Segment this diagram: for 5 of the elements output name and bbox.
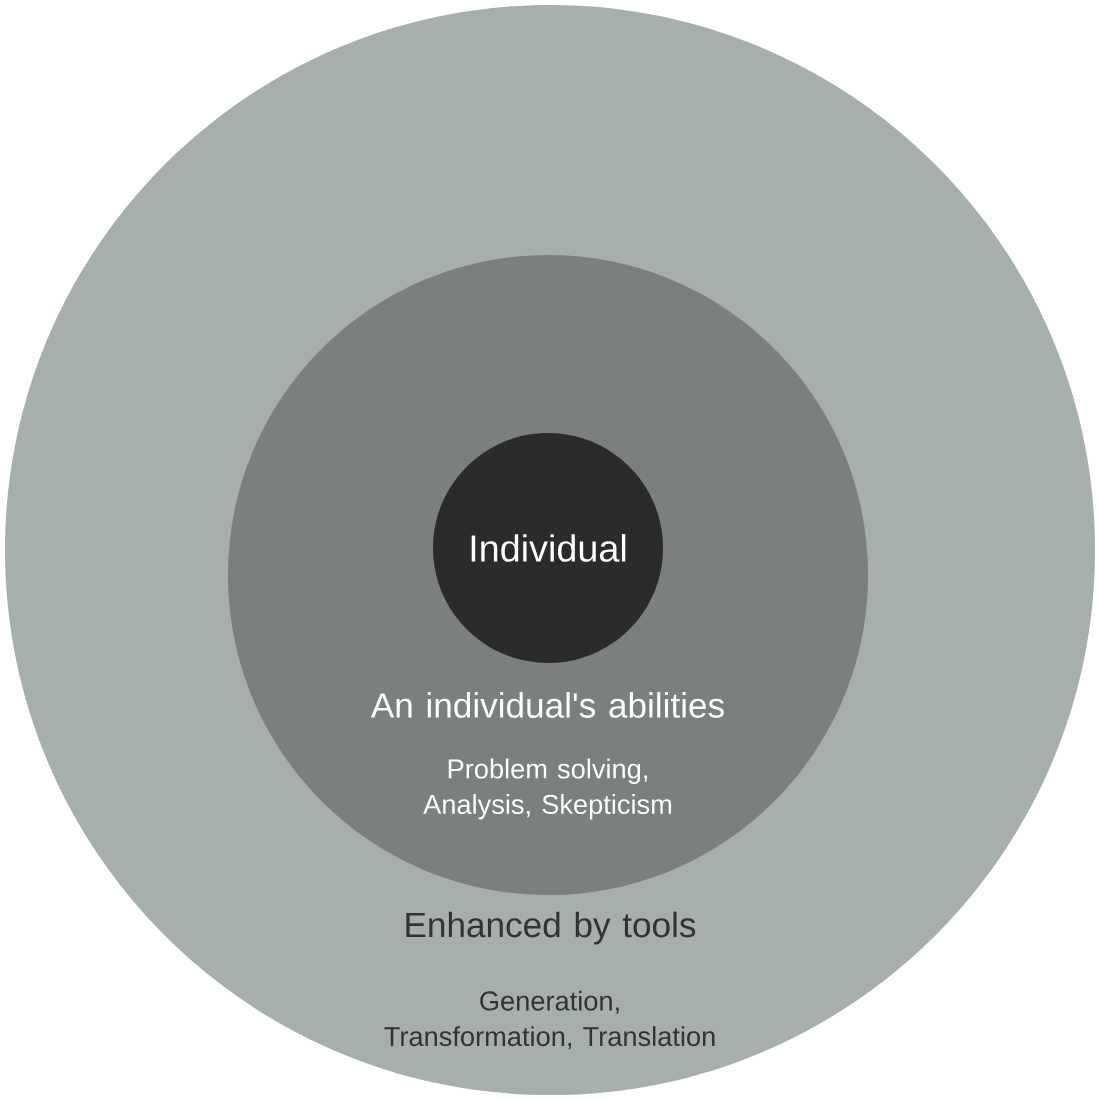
circle-subtext: Generation, Transformation, Translation <box>384 990 715 1050</box>
circle-heading: Enhanced by tools <box>406 911 696 945</box>
circle-heading: Individual <box>471 534 626 562</box>
circle-subtext: Problem solving, Analysis, Skepticism <box>423 758 672 820</box>
circle-heading: An individual's abilities <box>370 692 724 718</box>
